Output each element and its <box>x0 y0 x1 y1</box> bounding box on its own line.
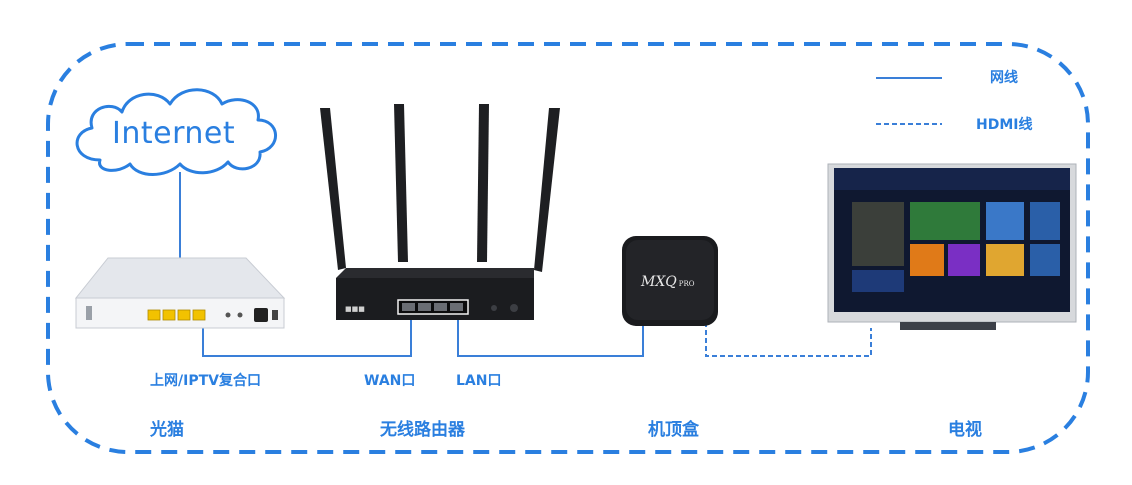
router-to-box-line <box>457 318 644 357</box>
router-label: 无线路由器 <box>380 420 465 440</box>
wireless-router-icon <box>320 104 560 320</box>
ethernet-connections <box>179 172 644 357</box>
modem-label: 光猫 <box>150 420 184 440</box>
tv-icon <box>827 163 1077 330</box>
router-logo: ■■■ <box>345 305 365 313</box>
settop-model: PRO <box>678 280 695 288</box>
legend-ethernet-label: 网线 <box>990 70 1018 86</box>
wan-port-label: WAN口 <box>364 373 416 389</box>
legend-hdmi-label: HDMI线 <box>976 117 1033 133</box>
modem-to-router-line <box>202 316 412 357</box>
dashed-border <box>46 42 1090 454</box>
tv-label: 电视 <box>948 420 982 440</box>
settop-box-label: 机顶盒 <box>648 420 699 440</box>
box-to-tv-hdmi-line <box>705 322 872 357</box>
optical-modem-icon <box>74 257 286 329</box>
lan-port-label: LAN口 <box>456 373 502 389</box>
modem-port-label: 上网/IPTV复合口 <box>150 373 261 389</box>
settop-box-icon <box>622 236 718 326</box>
settop-brand: MXQ <box>641 274 677 290</box>
internet-label: Internet <box>112 116 236 151</box>
cloud-icon <box>75 88 277 176</box>
